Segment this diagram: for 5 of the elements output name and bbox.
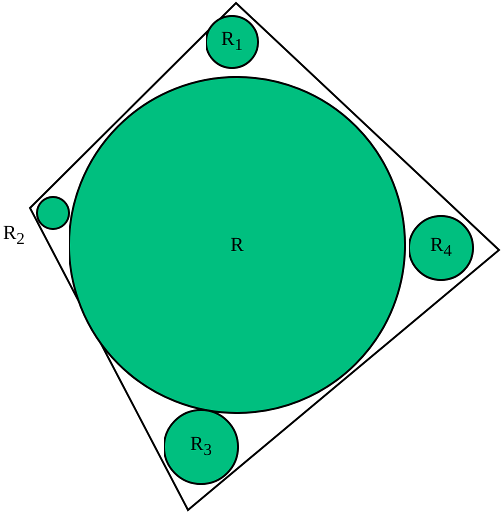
radius-label: R$_{2}$ — [3, 222, 25, 250]
radius-label: R — [230, 234, 244, 256]
radius-label: R$_{3}$ — [190, 433, 212, 461]
radius-label: R$_{1}$ — [221, 28, 243, 56]
radius-label: R$_{4}$ — [430, 234, 452, 262]
